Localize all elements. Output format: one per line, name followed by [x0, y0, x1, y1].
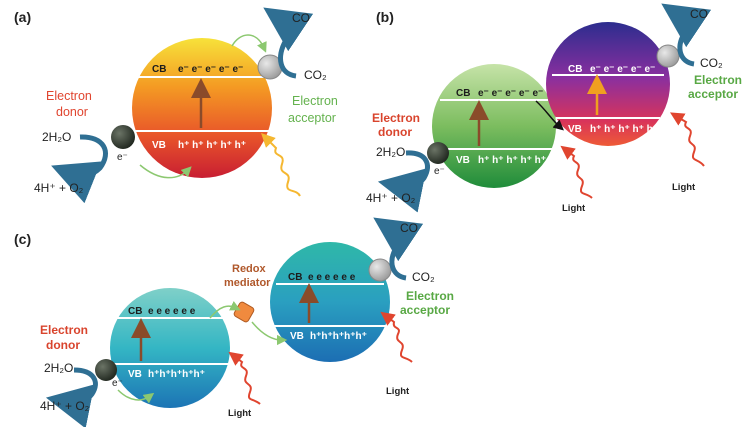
cb-label-1-c: CB [128, 306, 142, 317]
donor-label-1-c: Electron [40, 323, 88, 337]
electrons-label-1-c: e e e e e e [148, 306, 196, 317]
co-label-b: CO [690, 7, 708, 21]
donor-ball-b [427, 142, 449, 164]
cb-label-2: CB [568, 64, 582, 75]
hole-transfer-arrow-c [117, 389, 155, 404]
donor-label-2: donor [56, 105, 88, 119]
holes-label-2-c: h⁺h⁺h⁺h⁺h⁺ [310, 331, 367, 342]
mediator-label-1: Redox [232, 263, 267, 275]
mediator-in-arrow [209, 300, 241, 319]
products-label-c: 4H⁺ + O₂ [40, 399, 90, 413]
holes-label: h⁺ h⁺ h⁺ h⁺ h⁺ [178, 140, 246, 151]
holes-label-2: h⁺ h⁺ h⁺ h⁺ h⁺ [590, 124, 658, 135]
water-label: 2H₂O [42, 130, 71, 144]
acceptor-label-1: Electron [292, 94, 338, 108]
water-label-b: 2H₂O [376, 145, 405, 159]
mediator-label-2: mediator [224, 277, 271, 289]
electrons-label-1: e⁻ e⁻ e⁻ e⁻ e⁻ [478, 88, 543, 99]
water-oxidation-arrow-c [45, 367, 98, 427]
light-wave-icon-2 [669, 112, 705, 167]
mediator-out-arrow [251, 321, 288, 346]
co2-reduction-arrow-b [661, 3, 712, 67]
water-oxidation-arrow-b [377, 150, 430, 213]
donor-label-2-b: donor [378, 125, 412, 139]
hole-transfer-arrow [139, 164, 192, 179]
panel-c: (c) CB e e e e e e VB h⁺h⁺h⁺h⁺h⁺ CB e e … [14, 217, 454, 427]
light-label-2: Light [672, 182, 696, 193]
redox-mediator-icon [233, 301, 255, 323]
panel-b-label: (b) [376, 9, 394, 25]
vb-label: VB [152, 140, 166, 151]
light-label-1: Light [562, 203, 586, 214]
water-oxidation-arrow [51, 134, 108, 204]
light-label-1-c: Light [228, 408, 252, 419]
vb-label-1: VB [456, 155, 470, 166]
donor-ball-c [95, 359, 117, 381]
cb-label-2-c: CB [288, 272, 302, 283]
vb-label-2-c: VB [290, 331, 304, 342]
light-wave-icon-1-c [228, 351, 261, 405]
co2-reduction-arrow [263, 7, 314, 79]
cb-label: CB [152, 64, 166, 75]
electrons-label: e⁻ e⁻ e⁻ e⁻ e⁻ [178, 64, 243, 75]
light-wave-icon [261, 133, 301, 197]
light-wave-icon-1 [560, 145, 593, 199]
donor-electron-label: e⁻ [117, 152, 128, 163]
light-wave-icon-2-c [380, 311, 413, 363]
vb-label-1-c: VB [128, 369, 142, 380]
panel-c-label: (c) [14, 231, 31, 247]
panel-a-label: (a) [14, 9, 31, 25]
holes-label-1-c: h⁺h⁺h⁺h⁺h⁺ [148, 369, 205, 380]
cocatalyst-ball-c [368, 258, 392, 282]
donor-label-1: Electron [46, 89, 92, 103]
vb-label-2: VB [568, 124, 582, 135]
products-label-b: 4H⁺ + O₂ [366, 191, 416, 205]
cb-label-1: CB [456, 88, 470, 99]
co-label-c: CO [400, 221, 418, 235]
products-label: 4H⁺ + O₂ [34, 181, 84, 195]
light-label-2-c: Light [386, 386, 410, 397]
panel-a: (a) CB e⁻ e⁻ e⁻ e⁻ e⁻ VB h⁺ h⁺ h⁺ h⁺ h⁺ … [14, 7, 338, 204]
donor-label-2-c: donor [46, 338, 80, 352]
acceptor-label-1-c: Electron [406, 289, 454, 303]
water-label-c: 2H₂O [44, 361, 73, 375]
co2-label-b: CO₂ [700, 56, 723, 70]
photocatalyst-sphere-2 [546, 22, 670, 146]
co2-label-c: CO₂ [412, 270, 435, 284]
cocatalyst-ball-b [656, 44, 680, 68]
holes-label-1: h⁺ h⁺ h⁺ h⁺ h⁺ [478, 155, 546, 166]
photocatalyst-sphere-1 [432, 64, 556, 188]
co2-reduction-arrow-c [373, 217, 424, 281]
donor-electron-label-c: e⁻ [112, 378, 123, 389]
co2-label: CO₂ [304, 68, 327, 82]
donor-label-1-b: Electron [372, 111, 420, 125]
donor-ball [111, 125, 135, 149]
donor-electron-label-b: e⁻ [434, 166, 445, 177]
acceptor-label-2-b: acceptor [688, 87, 738, 101]
acceptor-label-2: acceptor [288, 111, 336, 125]
panel-b: (b) CB e⁻ e⁻ e⁻ e⁻ e⁻ VB h⁺ h⁺ h⁺ h⁺ h⁺ … [366, 3, 742, 214]
photocatalyst-sphere-2-c [270, 242, 390, 362]
co-label: CO [292, 11, 310, 25]
z-scheme-transfer-arrow [535, 100, 564, 131]
electrons-label-2-c: e e e e e e [308, 272, 356, 283]
acceptor-label-1-b: Electron [694, 73, 742, 87]
electrons-label-2: e⁻ e⁻ e⁻ e⁻ e⁻ [590, 64, 655, 75]
acceptor-label-2-c: acceptor [400, 303, 450, 317]
electron-transfer-arrow [231, 34, 267, 53]
